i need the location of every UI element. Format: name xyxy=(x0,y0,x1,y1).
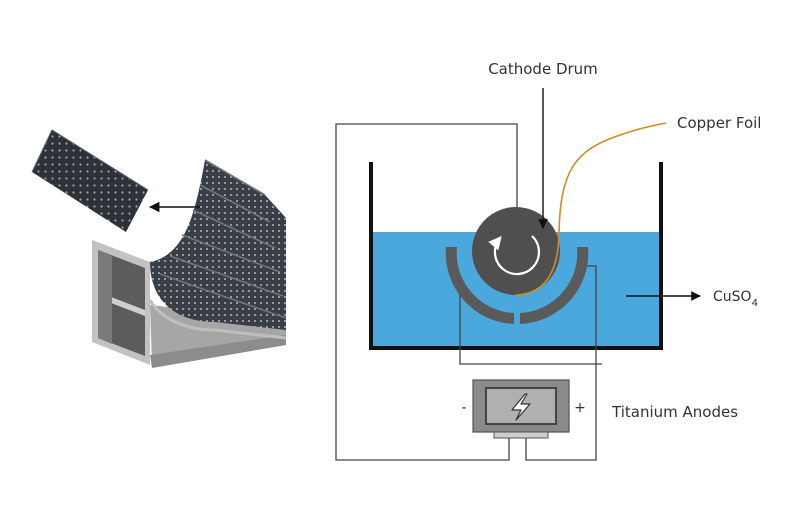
electrolysis-schematic: Cathode Drum Copper Foil CuSO4 Titanium … xyxy=(335,60,761,461)
anode-wire-left xyxy=(459,292,602,365)
cathode-wire xyxy=(335,123,518,461)
anode-wire-right xyxy=(525,265,597,461)
copper-foil-line xyxy=(515,122,667,296)
cathode-drum xyxy=(472,207,560,295)
titanium-anode-left xyxy=(445,247,514,324)
power-supply xyxy=(472,379,570,439)
titanium-anodes-label: Titanium Anodes xyxy=(611,403,738,421)
titanium-anode-right xyxy=(520,247,589,324)
cuso4-label-base: CuSO xyxy=(713,289,752,305)
rotation-arrow-icon xyxy=(488,235,541,276)
machine-bottom-strip xyxy=(150,335,286,368)
cathode-drum-label: Cathode Drum xyxy=(488,60,598,78)
cuso4-label: CuSO4 xyxy=(713,289,758,309)
lightning-bolt-icon xyxy=(511,393,531,421)
positive-terminal-label: + xyxy=(574,400,586,416)
copper-foil-sheet xyxy=(32,130,148,232)
cuso4-label-subscript: 4 xyxy=(752,298,758,309)
machine-illustration xyxy=(31,129,287,368)
perforated-drum-surface xyxy=(150,160,286,330)
copper-foil-label: Copper Foil xyxy=(677,114,761,132)
negative-terminal-label: - xyxy=(461,400,466,416)
electrolyte-tank xyxy=(369,162,663,350)
